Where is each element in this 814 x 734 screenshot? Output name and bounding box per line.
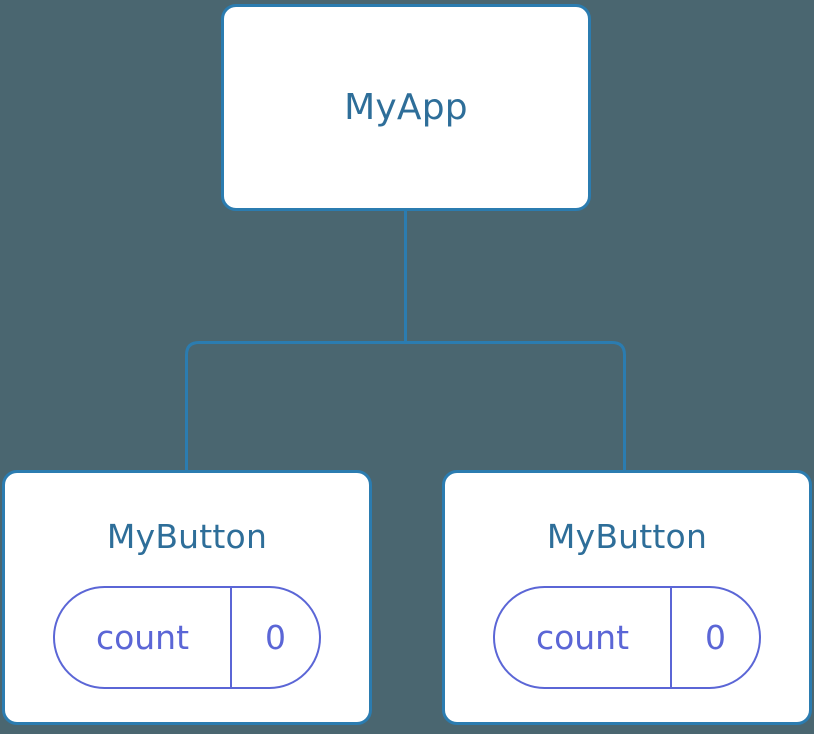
connector-branch-bus [185,341,626,470]
node-myapp[interactable]: MyApp [221,4,591,211]
node-mybutton-1[interactable]: MyButton count 0 [2,470,372,725]
state-key-label-1: count [55,588,232,687]
node-title-mybutton-1: MyButton [106,517,268,556]
state-key-label-2: count [495,588,672,687]
state-value-label-2: 0 [705,618,726,657]
node-title-mybutton-2: MyButton [546,517,708,556]
state-pill-count-2[interactable]: count 0 [493,586,761,689]
state-pill-count-1[interactable]: count 0 [53,586,321,689]
node-title-myapp: MyApp [344,86,468,128]
node-mybutton-2[interactable]: MyButton count 0 [442,470,812,725]
state-value-label-1: 0 [265,618,286,657]
